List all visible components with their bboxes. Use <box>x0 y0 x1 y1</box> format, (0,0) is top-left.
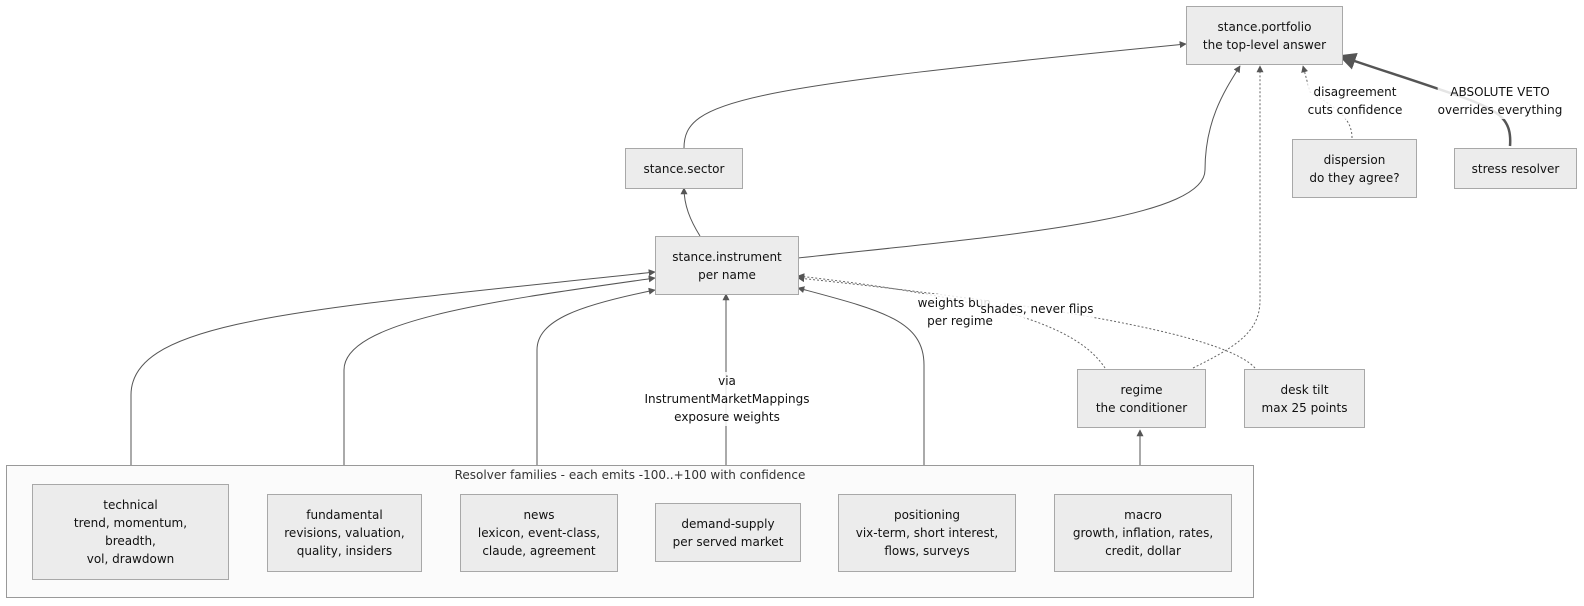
node-macro-line: growth, inflation, rates, <box>1072 526 1214 540</box>
node-technical-line: vol, drawdown <box>86 552 175 566</box>
node-demand-line: demand-supply <box>681 516 775 531</box>
node-technical[interactable]: technical trend, momentum, breadth, vol, dr… <box>32 484 229 580</box>
node-stress-line: stress resolver <box>1471 161 1560 176</box>
node-desk-line: desk tilt <box>1280 382 1329 397</box>
node-regime[interactable]: regime the conditioner <box>1077 369 1206 428</box>
node-sector-line: stance.sector <box>643 161 725 176</box>
node-technical-line: technical <box>103 498 158 512</box>
edge-instrument-sector <box>680 187 701 237</box>
node-news[interactable]: news lexicon, event-class, claude, agreeme… <box>460 494 618 572</box>
edge-label-veto: ABSOLUTE VETO overrides everything <box>1437 83 1563 119</box>
edge-label-line: InstrumentMarketMappings <box>644 392 810 406</box>
node-regime-line: the conditioner <box>1095 400 1188 415</box>
edge-technical-instrument <box>130 269 656 482</box>
node-positioning[interactable]: positioning vix-term, short interest, flow… <box>838 494 1016 572</box>
edge-label-line: via <box>718 374 736 388</box>
edge-instrument-portfolio <box>797 65 1241 259</box>
edge-label-line: per regime <box>927 314 993 328</box>
node-dispersion[interactable]: dispersion do they agree? <box>1292 139 1417 198</box>
node-instrument-line: stance.instrument <box>672 249 782 264</box>
node-news-line: lexicon, event-class, <box>477 526 601 540</box>
node-regime-line: regime <box>1120 382 1163 397</box>
node-instrument[interactable]: stance.instrument per name <box>655 236 799 295</box>
node-macro[interactable]: macro growth, inflation, rates, credit, do… <box>1054 494 1232 572</box>
node-demand-supply[interactable]: demand-supply per served market <box>655 503 801 562</box>
node-portfolio-line: the top-level answer <box>1202 37 1327 52</box>
edge-label-line: shades, never flips <box>980 302 1094 316</box>
edge-label-line: disagreement <box>1313 85 1397 99</box>
node-technical-line: breadth, <box>105 534 156 548</box>
edge-regime-portfolio <box>1192 65 1264 369</box>
edge-desk-instrument <box>797 275 1256 369</box>
edge-positioning-instrument <box>797 286 925 492</box>
edge-label-shades: shades, never flips <box>980 300 1094 318</box>
group-title: Resolver families - each emits -100..+10… <box>454 468 806 482</box>
edge-label-line: cuts confidence <box>1307 103 1403 117</box>
node-fundamental-line: revisions, valuation, <box>284 526 405 540</box>
edge-fundamental-instrument <box>343 275 656 492</box>
node-sector[interactable]: stance.sector <box>625 148 743 189</box>
node-demand-line: per served market <box>672 534 784 549</box>
edge-label-disagreement: disagreement cuts confidence <box>1307 83 1403 119</box>
node-fundamental[interactable]: fundamental revisions, valuation, quality,… <box>267 494 422 572</box>
node-portfolio-line: stance.portfolio <box>1217 19 1312 34</box>
node-desk-line: max 25 points <box>1261 400 1348 415</box>
node-news-line: news <box>523 508 555 522</box>
node-portfolio[interactable]: stance.portfolio the top-level answer <box>1186 6 1343 65</box>
node-instrument-line: per name <box>698 267 756 282</box>
node-macro-line: credit, dollar <box>1105 544 1181 558</box>
node-dispersion-line: do they agree? <box>1309 170 1400 185</box>
node-macro-line: macro <box>1124 508 1162 522</box>
node-news-line: claude, agreement <box>482 544 596 558</box>
node-positioning-line: vix-term, short interest, <box>855 526 999 540</box>
edge-label-line: overrides everything <box>1437 103 1563 117</box>
node-technical-line: trend, momentum, <box>73 516 188 530</box>
node-positioning-line: positioning <box>893 508 961 522</box>
node-fundamental-line: quality, insiders <box>296 544 393 558</box>
node-stress-resolver[interactable]: stress resolver <box>1454 148 1577 189</box>
edge-label-line: ABSOLUTE VETO <box>1450 85 1550 99</box>
node-positioning-line: flows, surveys <box>884 544 970 558</box>
node-desk-tilt[interactable]: desk tilt max 25 points <box>1244 369 1365 428</box>
edge-sector-portfolio <box>683 41 1187 149</box>
node-dispersion-line: dispersion <box>1323 152 1386 167</box>
edge-label-line: exposure weights <box>674 410 780 424</box>
node-fundamental-line: fundamental <box>306 508 383 522</box>
edge-news-instrument <box>536 287 656 492</box>
